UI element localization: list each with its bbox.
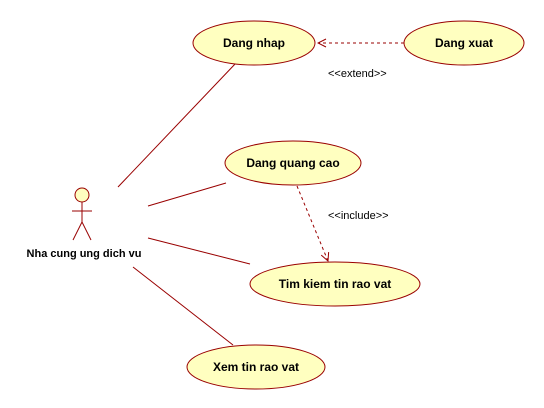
use-case-login-label: Dang nhap [223,36,285,50]
include-arrow [296,185,328,261]
use-case-search-label: Tim kiem tin rao vat [279,277,391,291]
actor-icon [72,187,92,241]
use-case-logout-label: Dang xuat [435,36,493,50]
actor-label: Nha cung ung dich vu [27,248,142,260]
include-stereotype: <<include>> [328,210,389,222]
use-case-login[interactable]: Dang nhap [192,20,316,66]
extend-stereotype: <<extend>> [328,68,387,80]
association-view [132,266,234,346]
use-case-post-ad-label: Dang quang cao [246,156,339,170]
association-search [147,237,251,265]
use-case-search[interactable]: Tim kiem tin rao vat [249,261,421,307]
use-case-logout[interactable]: Dang xuat [403,20,525,66]
actor[interactable]: Nha cung ung dich vu [27,187,142,260]
use-case-view[interactable]: Xem tin rao vat [186,344,326,390]
use-case-post-ad[interactable]: Dang quang cao [224,140,362,186]
association-login [117,62,237,188]
use-case-view-label: Xem tin rao vat [213,360,299,374]
association-post-ad [147,182,227,207]
